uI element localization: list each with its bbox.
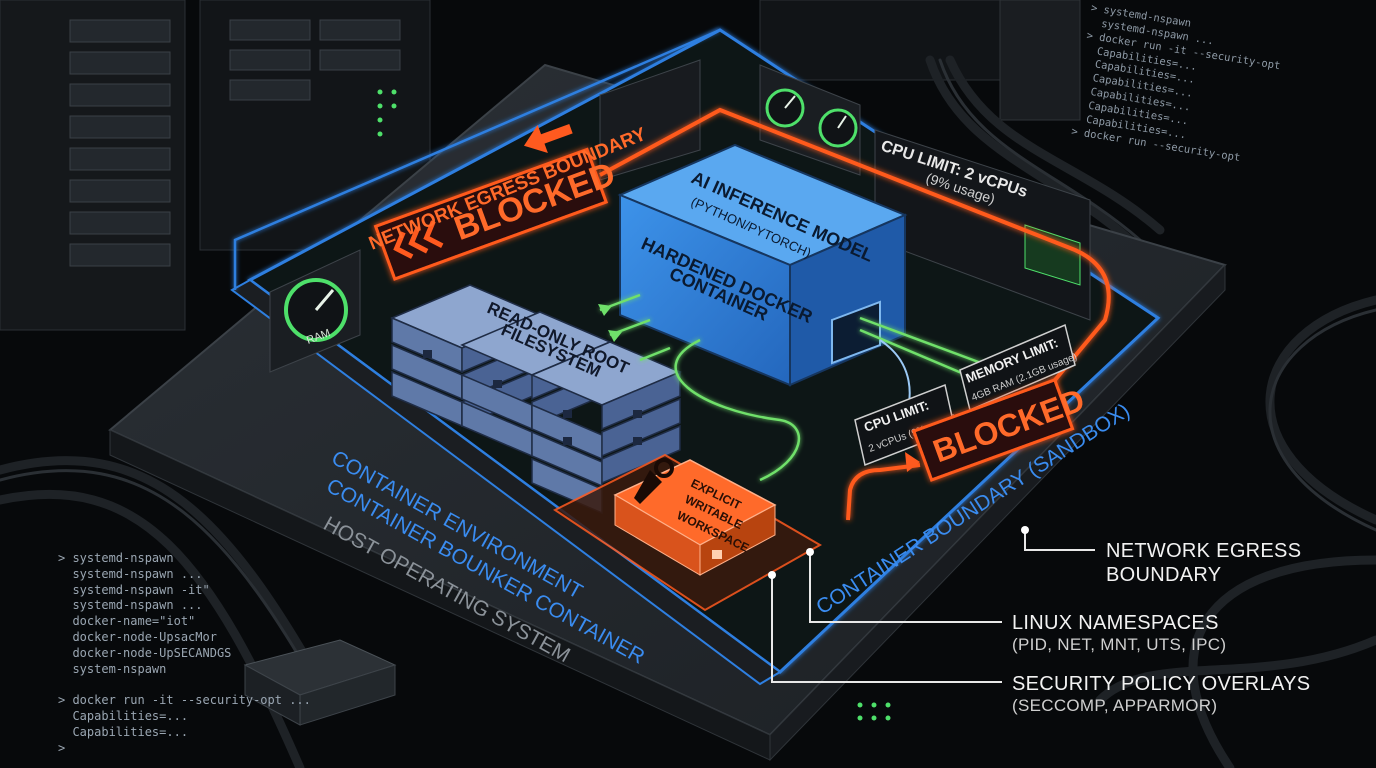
explicit-writable-workspace <box>553 453 823 612</box>
callout-namespaces-sub: (PID, NET, MNT, UTS, IPC) <box>1012 635 1227 654</box>
terminal-line: systemd-nspawn ... <box>58 598 203 613</box>
lock-icon <box>712 550 722 559</box>
terminal-left: > systemd-nspawn systemd-nspawn ... syst… <box>58 551 311 757</box>
callout-egress-line1: NETWORK EGRESS <box>1106 540 1302 562</box>
callout-leader-lines <box>771 530 1095 683</box>
callout-egress-line2: BOUNDARY <box>1106 564 1222 586</box>
arrow-left-icon <box>523 123 573 154</box>
lock-icon <box>423 350 642 445</box>
terminal-line: systemd-nspawn -it" <box>58 582 210 597</box>
terminal-line: > systemd-nspawn <box>58 551 174 565</box>
network-switch <box>243 639 397 726</box>
terminal-line <box>58 678 311 694</box>
terminal-line: > <box>58 740 66 755</box>
terminal-line: > docker run -it --security-opt ... <box>58 693 311 708</box>
hardened-docker-container-box <box>617 143 908 387</box>
callout-namespaces-title: LINUX NAMESPACES <box>1012 612 1219 634</box>
callout-linux-namespaces: LINUX NAMESPACES (PID, NET, MNT, UTS, IP… <box>1012 611 1226 655</box>
arrow-right-icon <box>905 452 920 472</box>
terminal-line: docker-name="iot" <box>58 614 196 629</box>
terminal-line: docker-node-UpSECANDGS <box>58 645 232 660</box>
callout-security-sub: (SECCOMP, APPARMOR) <box>1012 696 1218 715</box>
terminal-line: docker-node-UpsacMor <box>58 630 217 645</box>
terminal-line: Capabilities=... <box>58 725 189 740</box>
terminal-line: system-nspawn <box>58 661 167 676</box>
server-racks-background <box>0 0 1081 721</box>
wrench-icon <box>634 458 674 504</box>
gauge-icon <box>284 88 858 342</box>
callout-network-egress: NETWORK EGRESS BOUNDARY <box>1106 539 1301 587</box>
chevron-left-icon <box>393 220 444 259</box>
memory-limit-panel <box>959 323 1076 412</box>
terminal-line: Capabilities=... <box>58 709 189 724</box>
callout-security-title: SECURITY POLICY OVERLAYS <box>1012 673 1311 695</box>
callout-security-policy: SECURITY POLICY OVERLAYS (SECCOMP, APPAR… <box>1012 672 1310 716</box>
terminal-line: systemd-nspawn ... <box>58 566 203 581</box>
network-egress-boundary-orange <box>599 107 1111 521</box>
